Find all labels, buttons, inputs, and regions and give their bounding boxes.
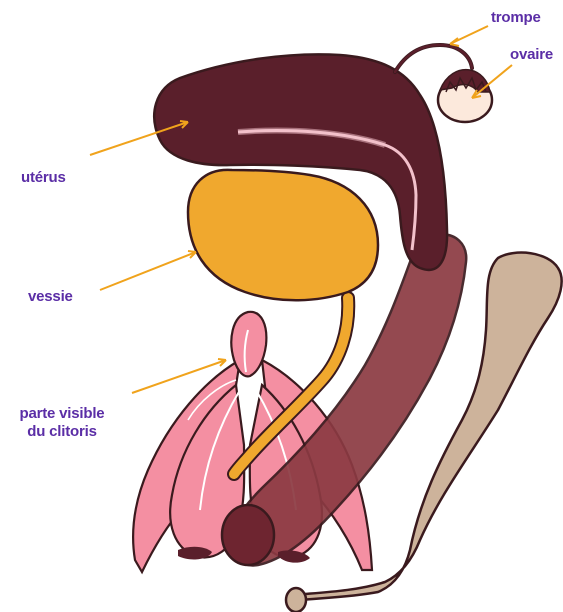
label-clitoris: parte visible du clitoris <box>6 405 118 441</box>
ovary <box>438 70 492 122</box>
bladder <box>188 170 378 300</box>
label-clitoris-line1: parte visible <box>6 405 118 423</box>
label-vessie: vessie <box>28 288 73 306</box>
label-uterus: utérus <box>21 169 66 187</box>
label-trompe: trompe <box>491 9 541 27</box>
label-ovaire: ovaire <box>510 46 553 64</box>
fallopian-tube <box>395 45 472 72</box>
label-clitoris-line2: du clitoris <box>6 423 118 441</box>
